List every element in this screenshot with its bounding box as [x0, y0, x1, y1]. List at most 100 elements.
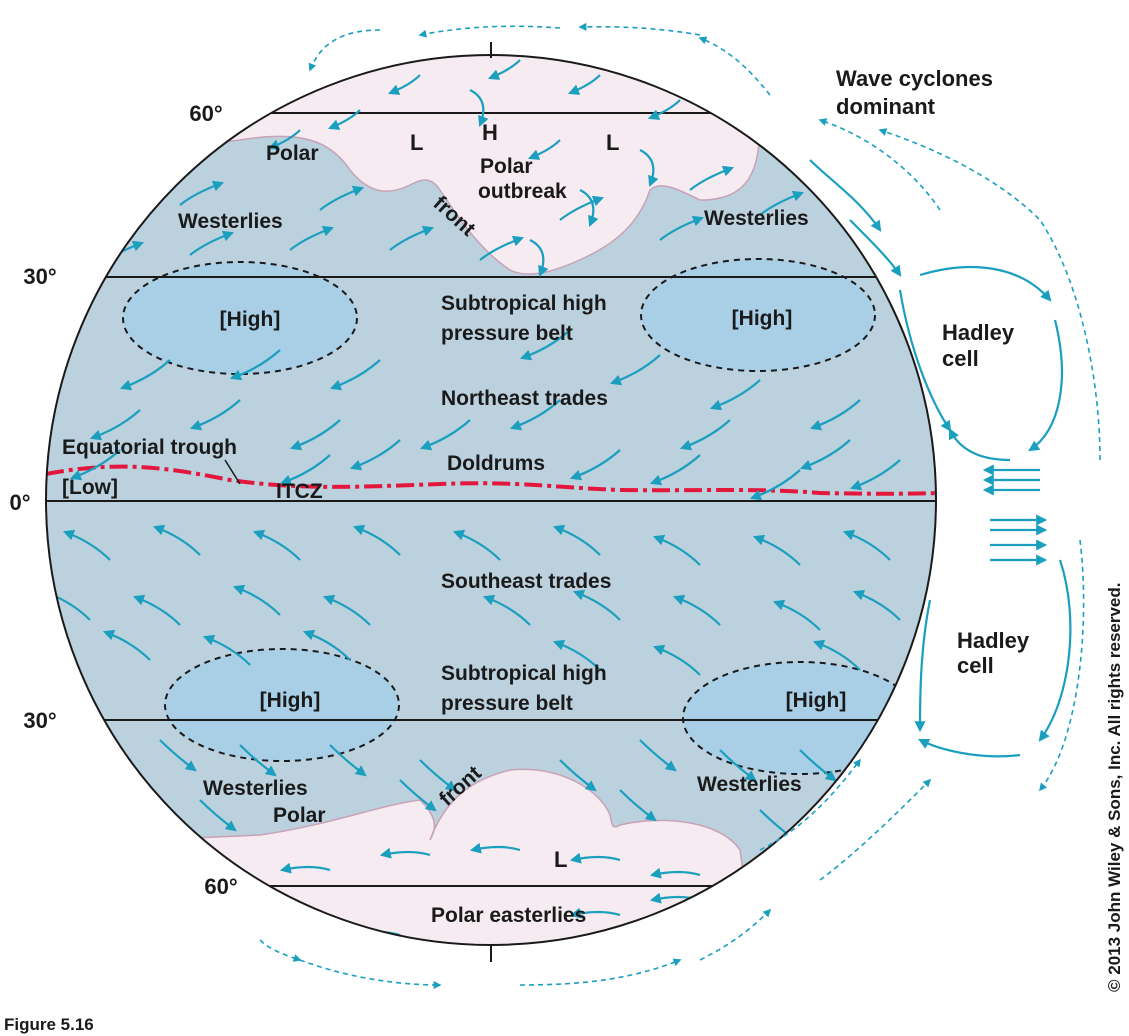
wind-arrow — [387, 74, 421, 95]
label-polar-easterlies: Polar easterlies — [431, 904, 586, 927]
wind-arrow — [647, 99, 681, 120]
upper-air-arrow — [809, 159, 882, 232]
upper-air-arrow — [898, 289, 952, 432]
wind-arrow — [649, 454, 701, 486]
wind-arrow — [529, 239, 549, 278]
wind-arrow — [279, 454, 331, 486]
label-hadley-north-1: Hadley — [942, 320, 1015, 345]
label-high-sw: [High] — [260, 689, 321, 712]
wind-arrow — [279, 862, 331, 874]
wind-arrow — [812, 639, 861, 671]
label-westerlies-se: Westerlies — [697, 773, 802, 796]
label-low-equator: [Low] — [62, 476, 118, 499]
label-low-south: L — [554, 847, 567, 872]
label-itcz: ITCZ — [276, 480, 323, 503]
high-ellipse-nw — [122, 261, 358, 375]
label-low-1: L — [410, 130, 423, 155]
wind-arrow — [469, 89, 489, 128]
label-high-ne: [High] — [732, 307, 793, 330]
label-high-h: H — [482, 120, 498, 145]
wind-arrow — [719, 749, 757, 782]
wind-arrow — [152, 524, 201, 556]
latitude-label-s60: 60° — [204, 874, 237, 899]
high-ellipse-se — [682, 661, 918, 775]
wind-arrow — [552, 639, 601, 671]
wind-arrow — [289, 419, 341, 451]
wind-arrow — [419, 759, 457, 792]
wind-arrow — [302, 629, 351, 661]
wind-arrow — [239, 744, 277, 777]
latitude-label-eq: 0° — [9, 490, 30, 515]
wind-arrow — [252, 529, 301, 561]
label-subtropical-north-2: pressure belt — [441, 322, 573, 345]
wind-arrow — [569, 449, 621, 481]
upper-air-arrow — [849, 219, 902, 277]
wind-arrow — [479, 235, 525, 261]
wind-arrow — [649, 867, 701, 879]
wind-arrow — [559, 759, 597, 792]
wind-arrow — [289, 225, 335, 251]
wind-arrow — [349, 439, 401, 471]
wind-arrow — [329, 744, 367, 777]
wind-arrow — [609, 354, 661, 386]
wind-arrow — [672, 594, 721, 626]
wind-arrow — [652, 534, 701, 566]
wind-arrow — [842, 529, 891, 561]
wind-arrow — [399, 779, 437, 812]
label-subtropical-south-2: pressure belt — [441, 692, 573, 715]
wind-arrow — [859, 759, 897, 792]
itcz-line — [46, 464, 936, 496]
wind-arrow — [679, 419, 731, 451]
latitude-label-s30: 30° — [23, 708, 56, 733]
equatorial-trough-leader — [224, 459, 241, 485]
wind-arrow — [322, 594, 371, 626]
wind-arrow — [559, 195, 605, 221]
upper-air-arrow — [818, 118, 941, 211]
copyright-notice: © 2013 John Wiley & Sons, Inc. All right… — [1105, 583, 1124, 993]
wind-arrow — [639, 149, 659, 188]
wind-arrow — [809, 399, 861, 431]
label-subtropical-north-1: Subtropical high — [441, 292, 607, 315]
wind-arrow — [752, 534, 801, 566]
high-ellipse-ne — [640, 258, 876, 372]
wind-arrow — [232, 584, 281, 616]
wind-arrow — [849, 459, 901, 491]
wind-arrow — [709, 379, 761, 411]
wind-arrow — [852, 589, 901, 621]
wind-arrow — [179, 180, 225, 206]
wind-arrow — [659, 215, 705, 241]
wind-arrow — [389, 225, 435, 251]
wind-arrow — [119, 359, 171, 391]
upper-air-arrow — [819, 778, 932, 881]
wind-arrow — [639, 739, 677, 772]
wind-arrow — [519, 329, 571, 361]
figure-caption: Figure 5.16 — [4, 1015, 94, 1034]
wind-arrow — [69, 449, 121, 481]
label-wave-cyclones-dominant: dominant — [836, 94, 936, 119]
upper-air-arrow — [919, 266, 1052, 302]
wind-arrow — [759, 190, 805, 216]
wind-arrow — [689, 165, 735, 191]
upper-air-arrow — [699, 908, 772, 961]
wind-arrow — [89, 409, 141, 441]
label-wave-cyclones: Wave cyclones — [836, 66, 993, 91]
upper-air-arrow — [878, 128, 1101, 461]
label-westerlies-sw: Westerlies — [203, 777, 308, 800]
wind-arrow — [552, 524, 601, 556]
wind-arrow — [619, 789, 657, 822]
upper-air-arrow — [698, 36, 771, 96]
wind-arrow — [469, 842, 521, 854]
upper-air-arrow — [1038, 559, 1072, 742]
wind-arrow — [482, 594, 531, 626]
wind-arrow — [327, 109, 361, 130]
wind-arrow — [159, 739, 197, 772]
wind-arrow — [749, 469, 801, 501]
label-subtropical-south-1: Subtropical high — [441, 662, 607, 685]
wind-arrow — [527, 139, 561, 160]
wind-arrow — [569, 907, 621, 919]
wind-arrow — [379, 847, 431, 859]
wind-arrow — [102, 629, 151, 661]
wind-arrow — [452, 529, 501, 561]
wind-arrow — [572, 589, 621, 621]
wind-arrow — [189, 399, 241, 431]
